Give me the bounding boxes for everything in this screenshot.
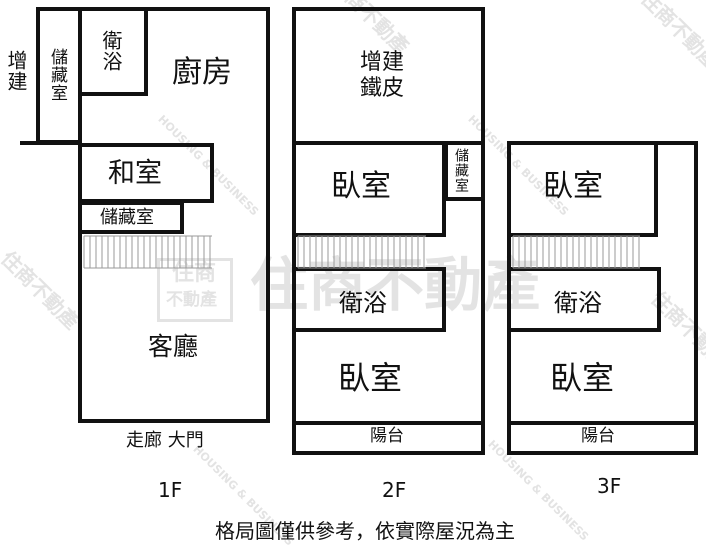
label-2f-storage: 儲藏室 bbox=[453, 148, 469, 193]
label-2f-balcony: 陽台 bbox=[370, 426, 404, 446]
stairs-3f bbox=[512, 235, 640, 269]
label-1f-storage-left: 儲藏室 bbox=[47, 48, 67, 102]
label-1f-kitchen: 廚房 bbox=[172, 55, 232, 90]
watermark-badge-bottom: 不動產 bbox=[166, 290, 217, 310]
wall-2f-bath bbox=[292, 267, 446, 332]
label-2f-bedroom-top: 臥室 bbox=[331, 169, 391, 204]
label-1f-bath: 衛浴 bbox=[99, 30, 123, 72]
label-3f-bedroom-top: 臥室 bbox=[543, 169, 603, 204]
label-1f-japanese-room: 和室 bbox=[108, 158, 162, 189]
label-2f-bath: 衛浴 bbox=[339, 289, 387, 317]
floor-label-3f: 3F bbox=[597, 474, 622, 498]
label-3f-balcony: 陽台 bbox=[581, 426, 615, 446]
label-2f-bedroom-bottom: 臥室 bbox=[338, 359, 403, 397]
wall-2f-storage bbox=[444, 141, 485, 201]
floor-label-1f: 1F bbox=[158, 478, 183, 502]
label-1f-annex: 增建 bbox=[4, 50, 28, 92]
disclaimer: 格局圖僅供參考，依實際屋況為主 bbox=[215, 519, 515, 543]
label-3f-bath: 衛浴 bbox=[554, 289, 602, 317]
label-1f-storage: 儲藏室 bbox=[100, 207, 154, 228]
label-2f-annex-iron: 增建 鐵皮 bbox=[360, 50, 405, 102]
stairs-1f bbox=[83, 235, 212, 269]
wall-3f-bedroom-top bbox=[507, 141, 658, 237]
stairs-2f bbox=[297, 235, 426, 269]
wall-1f-bath bbox=[78, 7, 148, 96]
label-1f-living-room: 客廳 bbox=[148, 332, 199, 361]
wall-3f-bath bbox=[507, 267, 661, 332]
wall-1f-storage bbox=[78, 201, 184, 234]
floor-label-2f: 2F bbox=[382, 478, 407, 502]
label-3f-bedroom-bottom: 臥室 bbox=[550, 359, 615, 397]
label-1f-entrance: 走廊 大門 bbox=[126, 430, 204, 451]
